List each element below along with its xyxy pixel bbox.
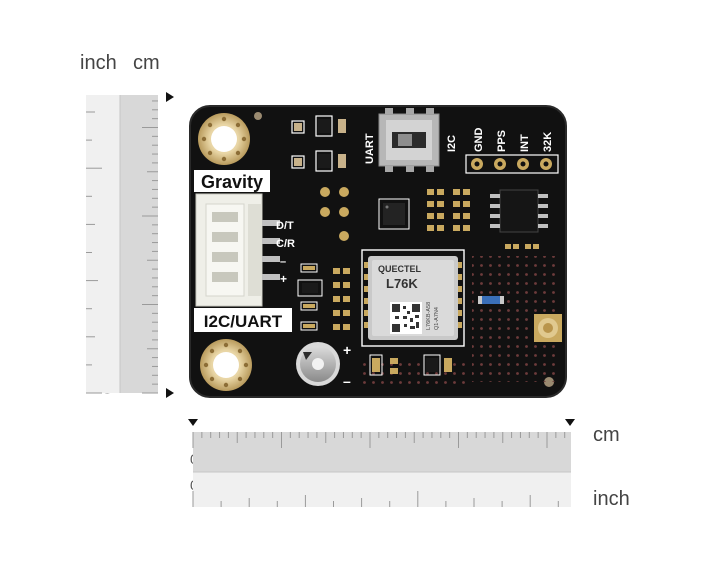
module-code-2: Q1-A7N4	[434, 307, 440, 330]
test-pads	[320, 187, 349, 241]
header-label-gnd: GND	[473, 128, 485, 153]
module-qr-code	[390, 302, 422, 334]
header-label-32k: 32K	[542, 132, 554, 152]
bottom-ruler	[188, 419, 575, 507]
header-label-pps: PPS	[496, 130, 508, 152]
backup-capacitor	[296, 342, 340, 386]
mounting-hole-top	[198, 113, 250, 165]
module-brand: QUECTEL	[378, 264, 422, 274]
passive-array-center	[427, 189, 470, 231]
left-inch-label: inch	[80, 52, 117, 74]
bottom-ruler-left-marker	[188, 419, 198, 426]
cap-minus-label: –	[343, 373, 351, 389]
bottom-inch-label: inch	[593, 488, 630, 510]
cap-plus-label: +	[343, 342, 351, 358]
pin-label-dt: D/T	[276, 220, 294, 232]
gravity-connector	[195, 193, 280, 307]
blue-resistor	[478, 296, 504, 304]
left-ruler	[86, 92, 174, 398]
module-model: L76K	[386, 276, 418, 291]
ufl-antenna-connector	[534, 314, 562, 342]
mounting-hole-bottom	[200, 339, 252, 391]
gravity-label: Gravity	[201, 172, 263, 192]
pin-label-gnd: –	[280, 256, 286, 268]
bottom-ruler-right-marker	[565, 419, 575, 426]
pin-label-vcc: +	[280, 272, 287, 286]
gravity-label-bg	[194, 170, 270, 192]
i2c-uart-label-bg	[194, 308, 292, 332]
pin-label-cr: C/R	[276, 238, 295, 250]
mode-switch	[378, 108, 440, 172]
passive-column-mid	[333, 268, 350, 330]
header-label-int: INT	[519, 134, 531, 152]
left-cm-label: cm	[133, 52, 160, 74]
left-ruler-bottom-marker	[166, 388, 174, 398]
header-pins	[465, 154, 559, 174]
passive-array-right	[505, 244, 539, 249]
via-top	[254, 112, 262, 120]
left-ruler-top-marker	[166, 92, 174, 102]
i2c-uart-label: I2C/UART	[204, 312, 283, 331]
soic-chip	[490, 189, 548, 233]
transistor-pair	[291, 115, 346, 172]
module-code-1: L76KB-A58	[426, 302, 432, 330]
passive-column-left	[297, 263, 323, 331]
bottom-cm-label: cm	[593, 424, 620, 446]
bottom-components	[369, 354, 452, 376]
qfn-chip	[378, 198, 410, 230]
gps-module-board: Gravity I2C/UART D/T C/R – +	[189, 105, 567, 398]
switch-label-uart: UART	[364, 133, 376, 164]
switch-label-i2c: I2C	[446, 135, 458, 152]
